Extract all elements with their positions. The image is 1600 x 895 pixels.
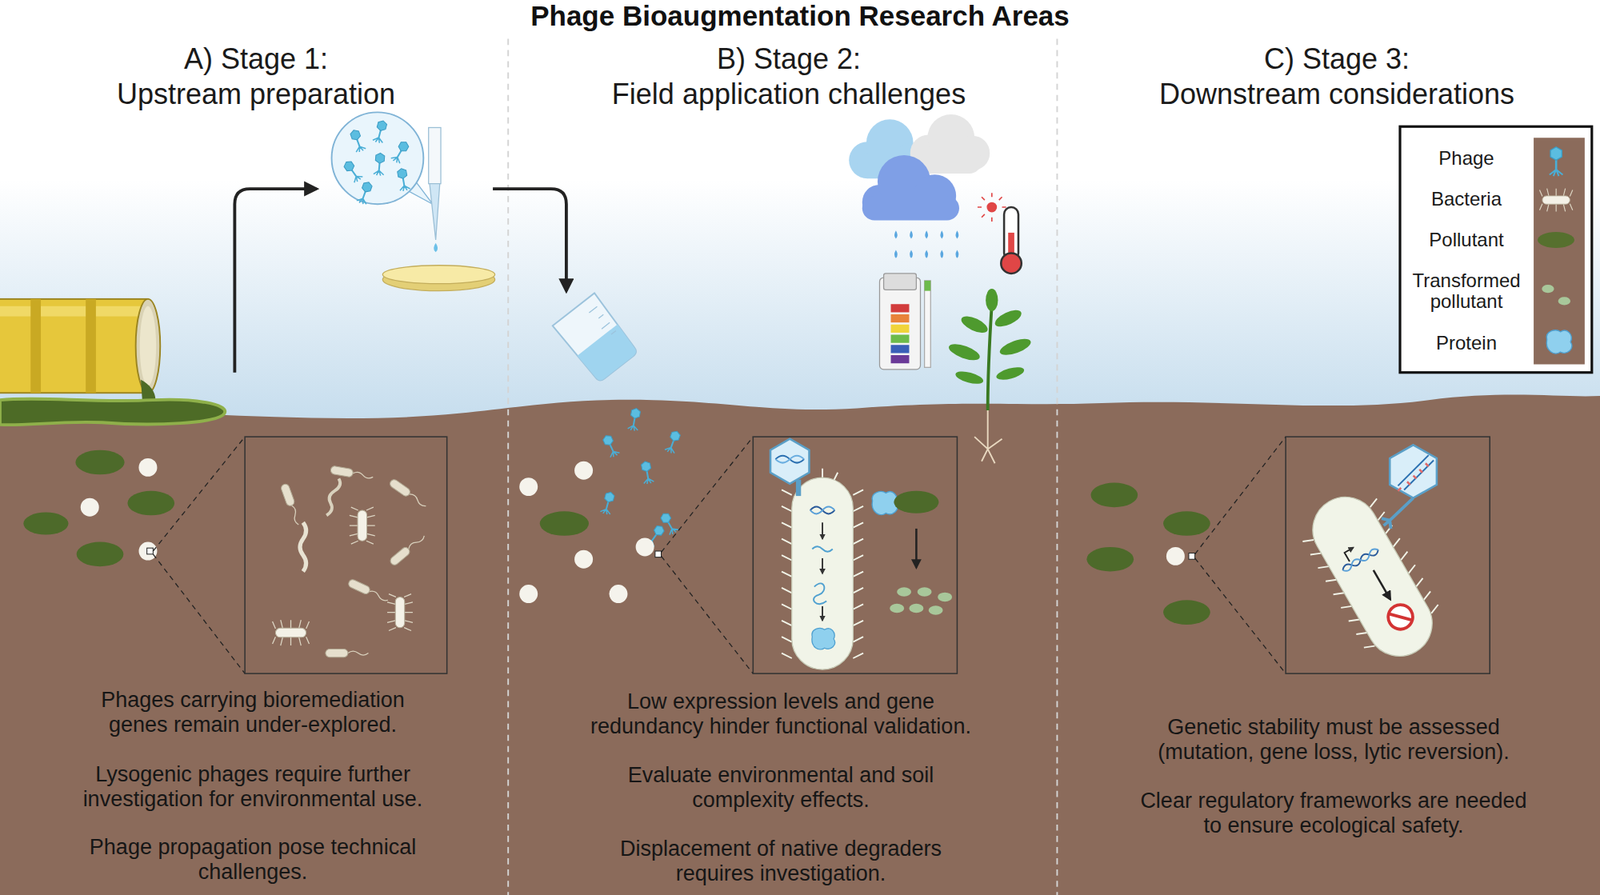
weather [848,114,990,259]
research-note: Genetic stability must be assessed (muta… [1133,715,1534,765]
pollutant-spill [0,399,225,426]
stage-panel: B) Stage 2: Field application challenges… [508,0,1057,895]
diagram-title: Phage Bioaugmentation Research Areas [0,0,1600,32]
phage-isolation [332,112,496,291]
zoom-stability [1195,436,1491,674]
research-note: Displacement of native degraders require… [584,836,977,887]
legend-frame [1400,126,1592,373]
plant [947,288,1033,464]
soil-particles [519,461,661,604]
research-note: Low expression levels and gene redundanc… [584,689,977,740]
research-note: Phage propagation pose technical challen… [75,835,432,885]
research-note: Lysogenic phages require further investi… [75,762,432,812]
ph-test-kit [879,273,931,370]
thermometer [977,192,1022,274]
research-note: Evaluate environmental and soil complexi… [584,763,977,813]
line-spacer [64,41,168,77]
stage-panel: C) Stage 3: Downstream considerationsGen… [1056,0,1600,895]
beaker [552,292,640,384]
stage-heading: A) Stage 1: Upstream preparation [64,41,448,112]
legend-label: Transformed pollutant [1406,270,1527,312]
line-spacer [1424,41,1529,77]
legend-label: Bacteria [1406,188,1527,210]
stage-heading: B) Stage 2: Field application challenges [596,41,981,112]
panel-dividers [508,38,1057,895]
soil [0,395,1600,895]
line-spacer [1144,41,1249,77]
flow-arrow [234,188,316,373]
legend-label: Protein [1406,332,1527,354]
soil-particles [23,450,175,567]
legend-label: Pollutant [1406,229,1527,251]
line-spacer [596,41,701,77]
research-note: Phages carrying bioremediation genes rem… [75,688,432,738]
line-spacer [876,41,981,77]
legend-swatch [1537,232,1575,248]
legend-label: Phage [1406,148,1527,169]
applied-phages [600,407,682,548]
research-note: Clear regulatory frameworks are needed t… [1133,788,1534,839]
line-spacer [344,41,448,77]
zoom-expression [661,436,958,674]
zoom-community [152,436,447,674]
stage-panel: A) Stage 1: Upstream preparationPhages c… [0,0,508,895]
soil-particles [1086,483,1210,625]
barrel [0,299,160,409]
flow-arrow [492,188,567,292]
stage-heading: C) Stage 3: Downstream considerations [1144,41,1529,112]
